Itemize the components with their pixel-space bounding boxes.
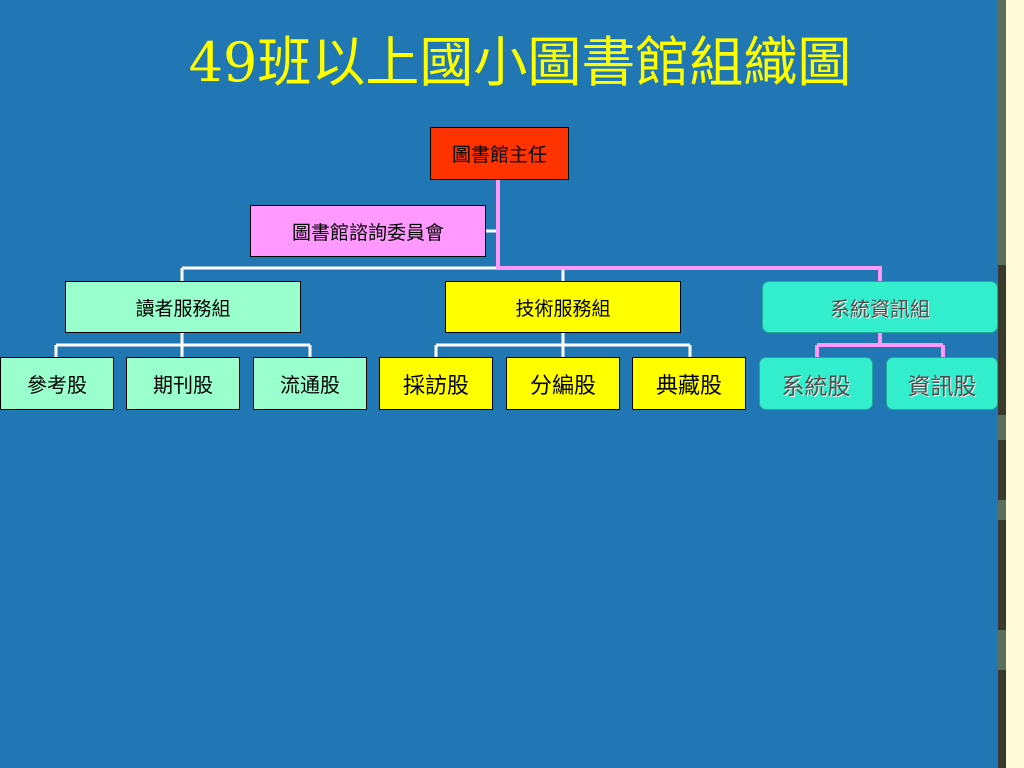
right-edge-dark-segment [998,440,1006,500]
node-advisory-committee: 圖書館諮詢委員會 [250,205,486,257]
right-edge-dark-segment [998,520,1006,630]
node-technical-services: 技術服務組 [445,281,681,333]
right-edge-dark-segment [998,670,1006,768]
right-edge-dark-segment [998,265,1006,415]
node-acquisitions: 採訪股 [379,357,493,410]
connector-systems-info [496,179,882,283]
right-edge-pale-band [1006,0,1024,768]
node-library-director: 圖書館主任 [430,127,569,180]
node-systems: 系統股 [759,357,873,410]
right-edge-strip [998,0,1024,768]
node-reader-services: 讀者服務組 [65,281,301,333]
node-cataloging: 分編股 [506,357,620,410]
node-systems-info: 系統資訊組 [762,281,998,333]
node-circulation: 流通股 [253,357,367,410]
node-collections: 典藏股 [632,357,746,410]
node-periodicals: 期刊股 [126,357,240,410]
page-title: 49班以上國小圖書館組織圖 [188,31,852,94]
node-information: 資訊股 [886,357,998,410]
node-reference: 參考股 [0,357,114,410]
